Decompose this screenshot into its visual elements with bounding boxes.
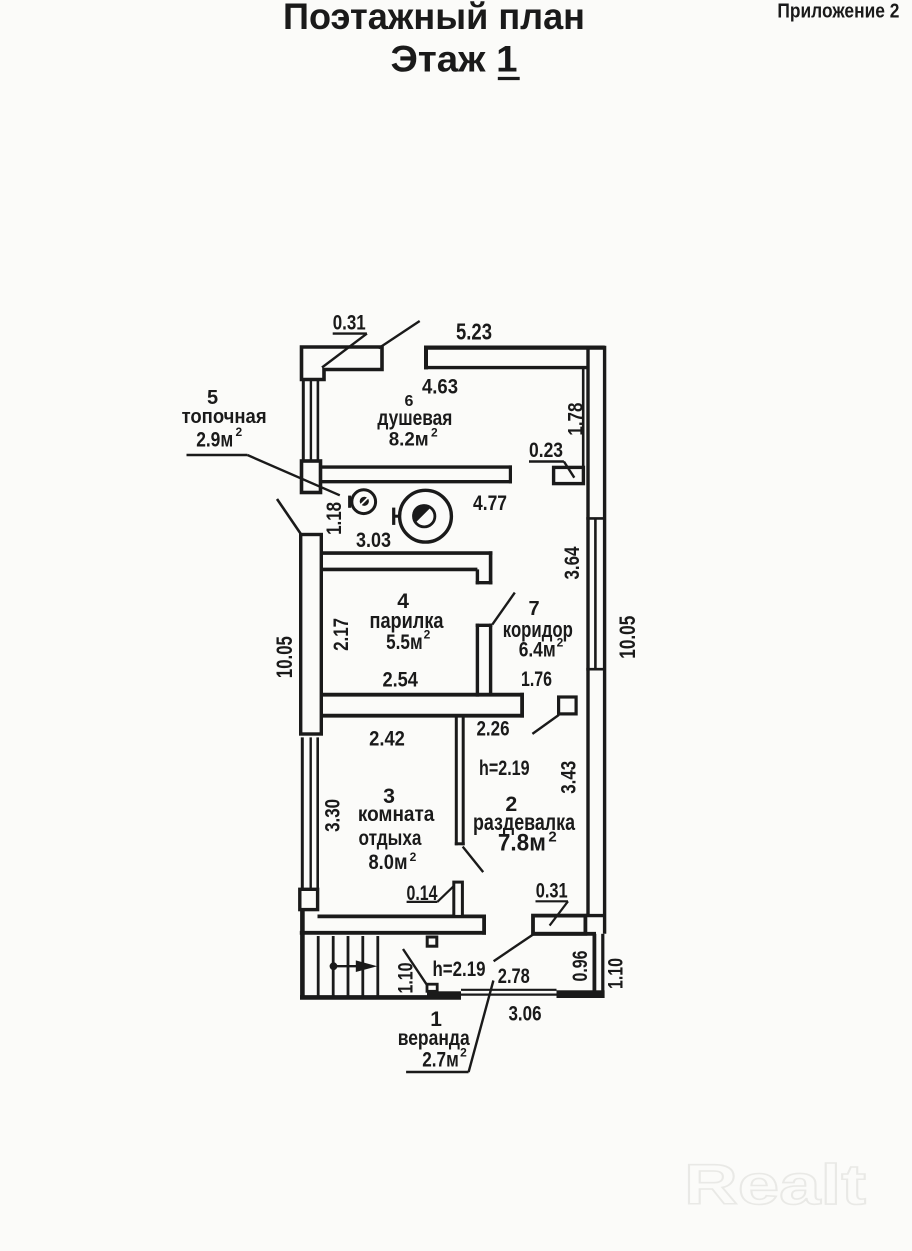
svg-text:отдыха: отдыха xyxy=(359,827,422,850)
svg-text:2: 2 xyxy=(410,850,417,864)
svg-text:2.7м: 2.7м xyxy=(422,1049,459,1072)
svg-text:4.63: 4.63 xyxy=(422,375,458,399)
svg-text:1.10: 1.10 xyxy=(394,963,418,994)
svg-text:3.06: 3.06 xyxy=(509,1002,542,1026)
svg-text:0.31: 0.31 xyxy=(536,878,568,902)
svg-text:2.26: 2.26 xyxy=(477,717,510,741)
svg-text:2: 2 xyxy=(505,792,517,816)
svg-text:8.0м: 8.0м xyxy=(369,851,408,874)
svg-text:8.2м: 8.2м xyxy=(389,428,429,450)
svg-text:6.4м: 6.4м xyxy=(519,638,556,662)
svg-text:h=2.19: h=2.19 xyxy=(433,957,486,981)
svg-text:6: 6 xyxy=(405,393,414,410)
svg-text:5: 5 xyxy=(207,387,218,409)
svg-text:Realt: Realt xyxy=(684,1153,866,1217)
svg-text:0.31: 0.31 xyxy=(333,311,366,334)
svg-text:1.78: 1.78 xyxy=(563,402,587,435)
svg-text:1: 1 xyxy=(430,1008,442,1031)
svg-text:Этаж 1: Этаж 1 xyxy=(391,39,518,80)
svg-text:2: 2 xyxy=(460,1046,467,1060)
svg-text:2: 2 xyxy=(548,829,556,846)
svg-text:2.17: 2.17 xyxy=(329,618,353,651)
svg-text:7: 7 xyxy=(529,598,540,620)
svg-text:3.43: 3.43 xyxy=(557,761,581,794)
svg-text:2: 2 xyxy=(557,636,564,650)
svg-text:веранда: веранда xyxy=(398,1027,470,1050)
svg-text:3.03: 3.03 xyxy=(356,528,391,552)
svg-text:коридор: коридор xyxy=(503,617,573,642)
svg-text:10.05: 10.05 xyxy=(272,636,297,678)
svg-text:2.42: 2.42 xyxy=(369,726,405,750)
svg-text:4.77: 4.77 xyxy=(473,491,507,515)
svg-text:3.64: 3.64 xyxy=(560,546,584,579)
svg-text:4: 4 xyxy=(397,590,409,613)
svg-text:3.30: 3.30 xyxy=(321,799,345,832)
svg-text:h=2.19: h=2.19 xyxy=(479,756,530,780)
svg-text:1.18: 1.18 xyxy=(322,502,346,535)
svg-text:2.78: 2.78 xyxy=(498,964,530,988)
svg-text:1.76: 1.76 xyxy=(521,667,552,691)
svg-text:парилка: парилка xyxy=(370,608,445,633)
svg-text:10.05: 10.05 xyxy=(615,616,640,659)
svg-text:1.10: 1.10 xyxy=(603,958,627,989)
svg-text:0.14: 0.14 xyxy=(407,881,438,905)
svg-text:0.96: 0.96 xyxy=(568,950,592,981)
svg-text:2: 2 xyxy=(424,628,431,642)
svg-text:душевая: душевая xyxy=(377,407,452,430)
svg-text:2: 2 xyxy=(236,425,243,439)
svg-text:2.9м: 2.9м xyxy=(196,428,233,451)
svg-text:Приложение 2: Приложение 2 xyxy=(777,0,899,22)
svg-text:2: 2 xyxy=(431,425,438,439)
svg-text:3: 3 xyxy=(383,784,395,808)
svg-text:Поэтажный план: Поэтажный план xyxy=(283,0,585,37)
svg-text:5.23: 5.23 xyxy=(456,319,492,345)
svg-text:топочная: топочная xyxy=(182,406,267,428)
svg-text:2.54: 2.54 xyxy=(382,668,418,692)
svg-text:0.23: 0.23 xyxy=(529,438,563,462)
svg-text:комната: комната xyxy=(358,803,435,826)
svg-text:раздевалка: раздевалка xyxy=(473,809,575,835)
svg-text:5.5м: 5.5м xyxy=(386,631,423,654)
svg-text:7.8м: 7.8м xyxy=(498,829,546,856)
